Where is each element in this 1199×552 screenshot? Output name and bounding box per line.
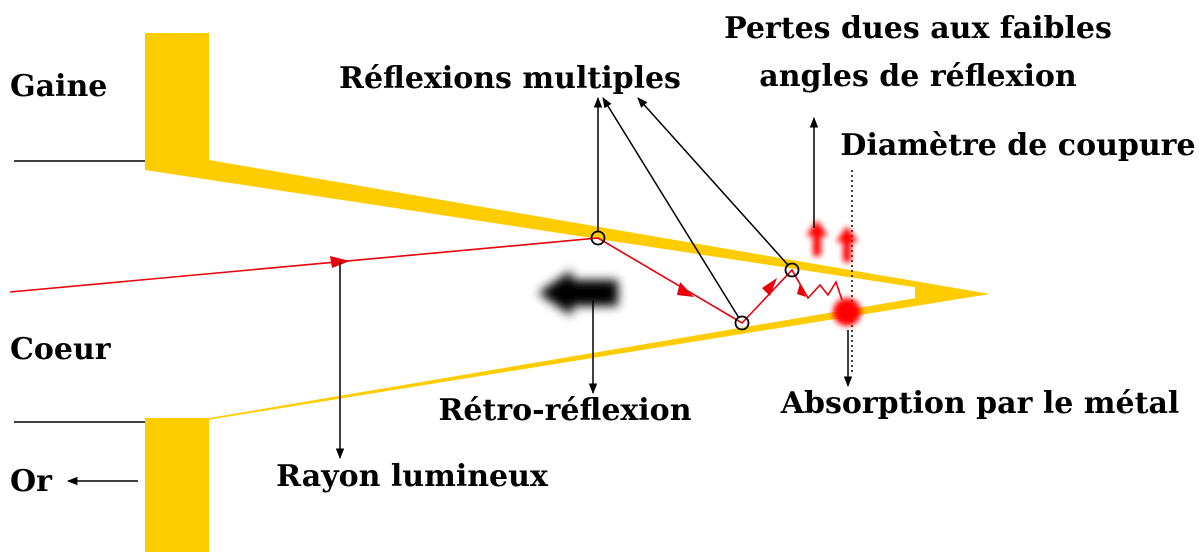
absorption-spot: [833, 298, 861, 326]
label-pertes-line1: Pertes dues aux faibles: [724, 11, 1112, 46]
annotation-arrow: [603, 98, 739, 318]
loss-arrow: [806, 220, 828, 256]
gold-block-bottom: [145, 418, 209, 552]
label-absorption: Absorption par le métal: [780, 386, 1180, 421]
loss-arrow: [836, 226, 858, 262]
ray-arrowhead: [762, 278, 777, 296]
retro-reflection-arrow: [538, 270, 618, 316]
gold-tip: [915, 284, 990, 304]
label-pertes-line2: angles de réflexion: [759, 59, 1077, 94]
label-diametre-coupure: Diamètre de coupure: [840, 128, 1195, 163]
label-gaine: Gaine: [10, 69, 107, 104]
label-or: Or: [10, 464, 53, 499]
label-retro-reflexion: Rétro-réflexion: [438, 393, 691, 428]
label-reflexions-multiples: Réflexions multiples: [339, 61, 681, 96]
label-coeur: Coeur: [10, 332, 112, 367]
gold-block-top: [145, 33, 209, 163]
label-rayon-lumineux: Rayon lumineux: [276, 459, 549, 494]
ray-arrowhead: [677, 282, 694, 297]
